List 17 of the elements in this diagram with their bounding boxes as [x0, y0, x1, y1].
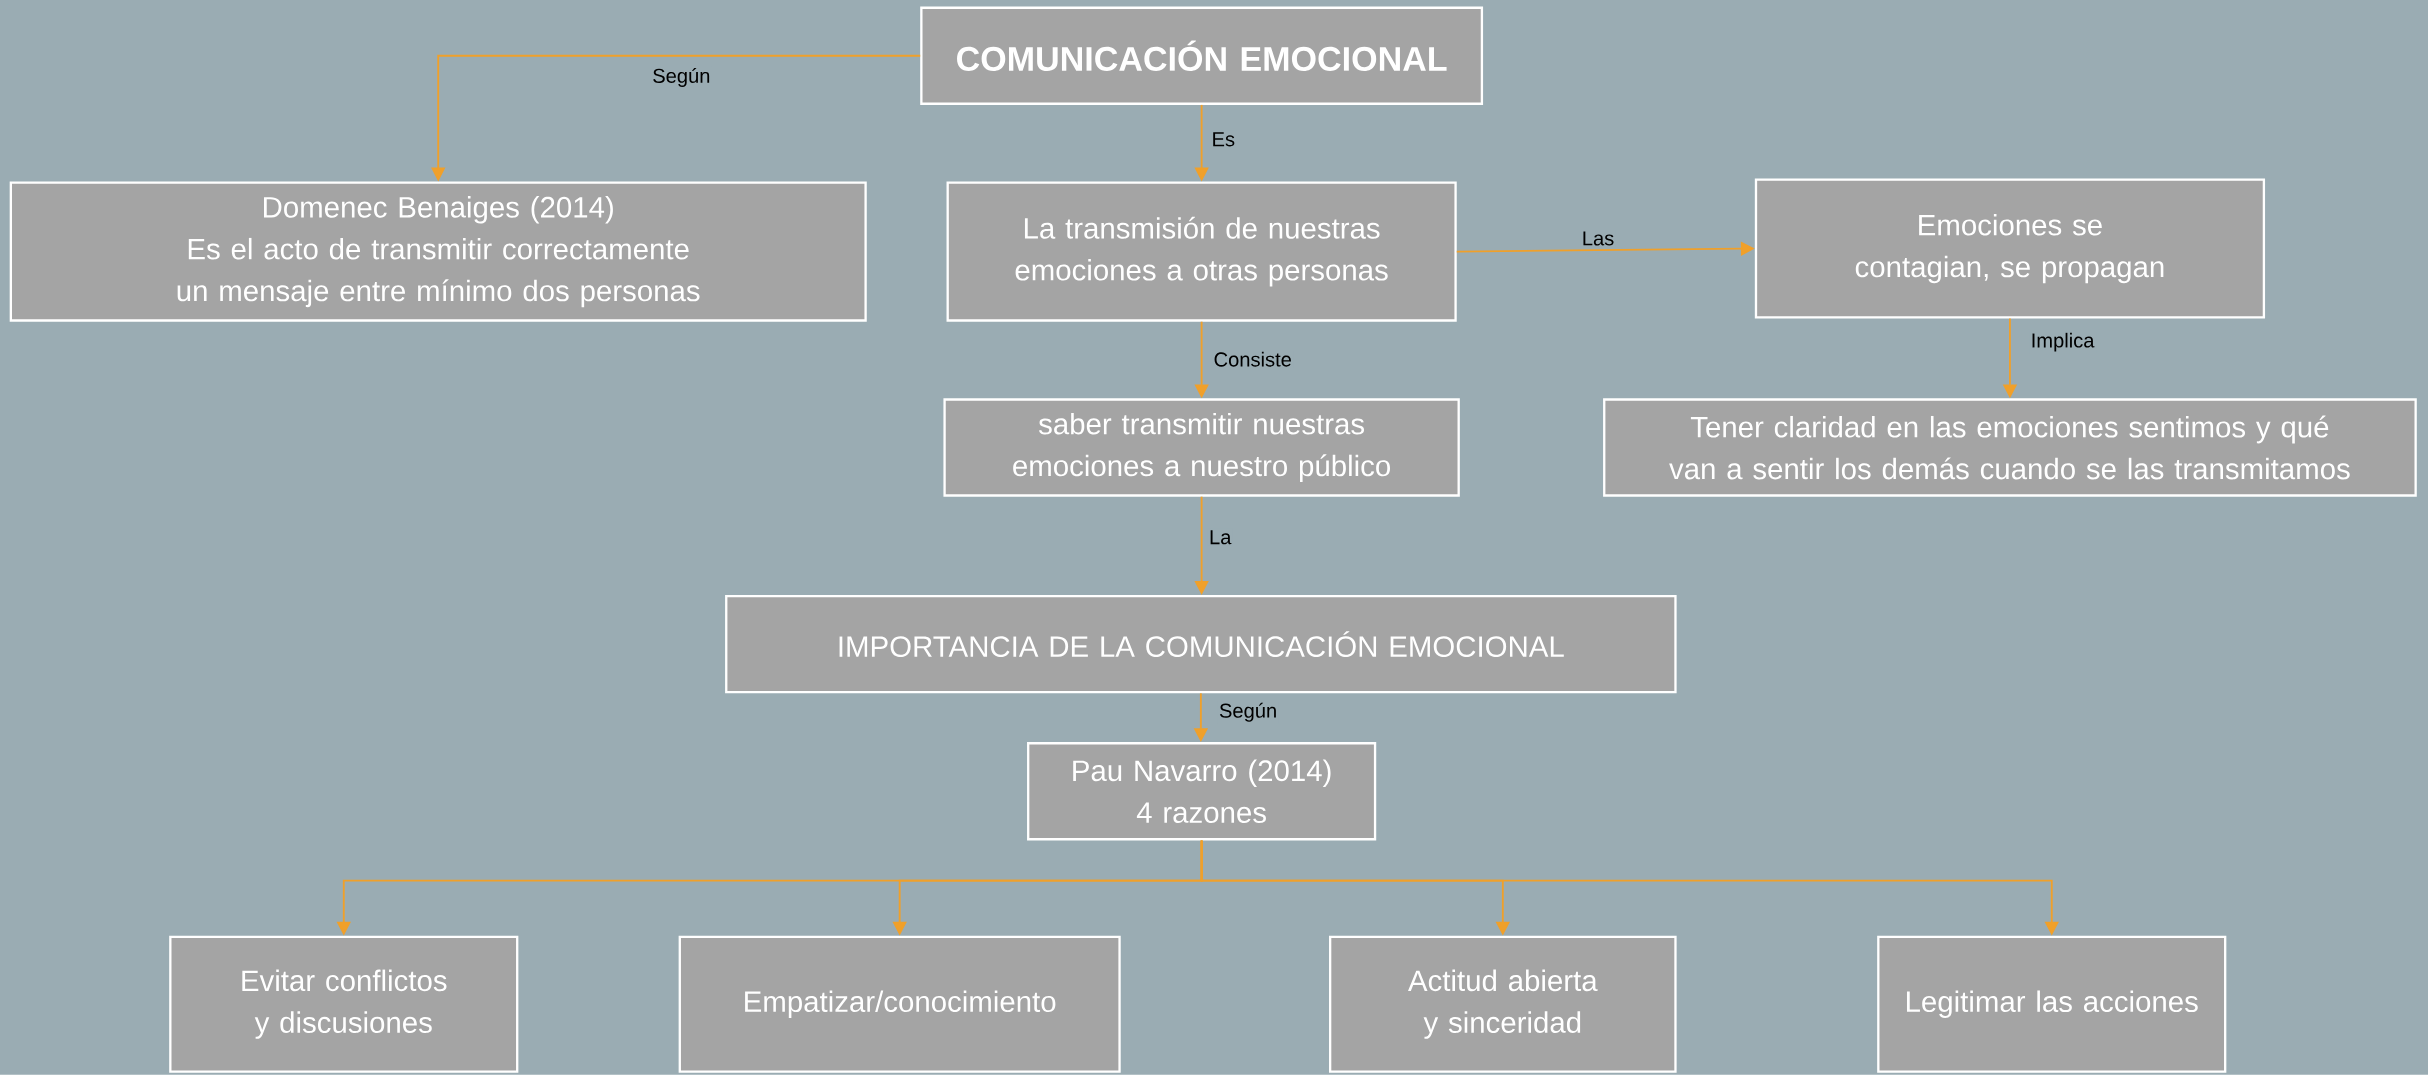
concept-box: saber transmitir nuestras emociones a nuestro público — [943, 398, 1460, 497]
concept-box: Actitud abierta y sinceridad — [1329, 935, 1677, 1073]
concept-box: Emociones se contagian, se propagan — [1754, 178, 2266, 319]
concept-box: Legitimar las acciones — [1877, 935, 2227, 1073]
edge-label: Consiste — [1212, 350, 1294, 369]
concept-box: Empatizar/conocimiento — [678, 935, 1121, 1073]
concept-box: Tener claridad en las emociones sentimos y qué van a sentir los demás cuando se las transmitamos — [1603, 398, 2417, 497]
concept-box: La transmisión de nuestras emociones a otras personas — [946, 181, 1457, 322]
concept-box: Pau Navarro (2014) 4 razones — [1027, 742, 1377, 841]
concept-box: Evitar conflictos y discusiones — [169, 935, 519, 1073]
concept-box: COMUNICACIÓN EMOCIONAL — [920, 6, 1484, 106]
concept-box: IMPORTANCIA DE LA COMUNICACIÓN EMOCIONAL — [725, 595, 1677, 694]
edge-label: Según — [650, 66, 712, 89]
edge-label: Las — [1580, 230, 1616, 248]
edge-label: Según — [1217, 701, 1279, 724]
concept-box: Domenec Benaiges (2014) Es el acto de transmitir correctamente un mensaje entre mínimo dos personas — [9, 181, 867, 322]
edge-label: Implica — [2029, 331, 2096, 354]
